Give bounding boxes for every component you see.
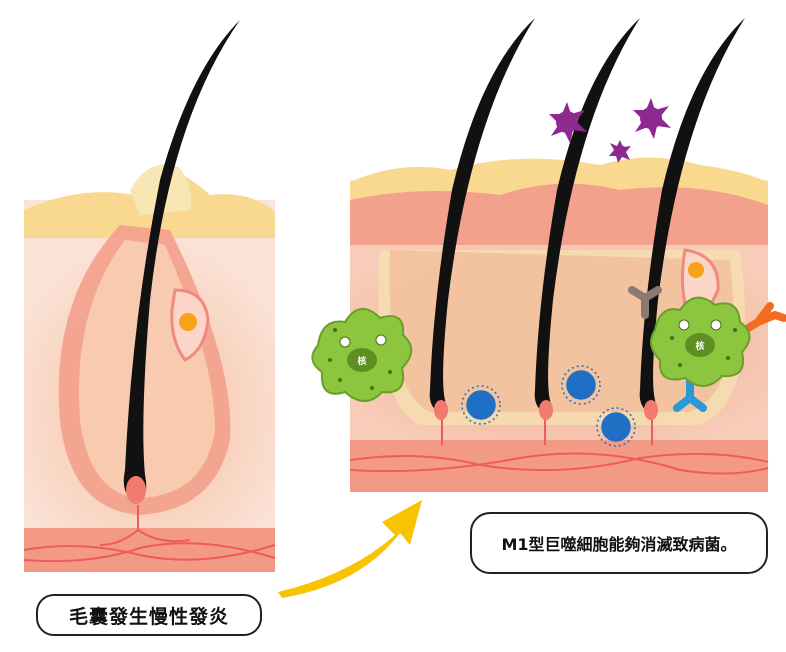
bacterium-icon — [461, 385, 501, 425]
virus-icon — [549, 102, 587, 143]
blood-vessels-right — [349, 415, 769, 475]
right-skin-panel — [349, 18, 769, 492]
antibodies — [628, 286, 786, 412]
macrophage-right: 核 — [650, 296, 751, 387]
antibody-orange-icon — [741, 302, 786, 334]
macrophage-caption: M1型巨噬細胞能夠消滅致病菌。 — [470, 512, 768, 574]
nucleus-label: 核 — [695, 340, 704, 352]
bacterium-icon — [596, 407, 636, 447]
antibody-gray-icon — [628, 286, 662, 319]
hair-left — [123, 20, 240, 500]
virus-icon — [609, 140, 631, 163]
antibody-blue-icon — [673, 376, 707, 412]
virus-particles — [549, 98, 671, 163]
transition-arrow — [278, 500, 422, 598]
virus-icon — [633, 98, 671, 139]
nucleus-label: 核 — [357, 355, 366, 367]
bacteria — [461, 365, 636, 447]
hairs-right — [429, 18, 745, 413]
macrophage-left: 核 — [311, 308, 413, 402]
sebaceous-gland — [170, 288, 210, 362]
left-skin-panel — [23, 20, 276, 572]
bacterium-icon — [561, 365, 601, 405]
blood-vessels-left — [23, 505, 276, 563]
chronic-inflammation-caption: 毛囊發生慢性發炎 — [36, 594, 262, 636]
